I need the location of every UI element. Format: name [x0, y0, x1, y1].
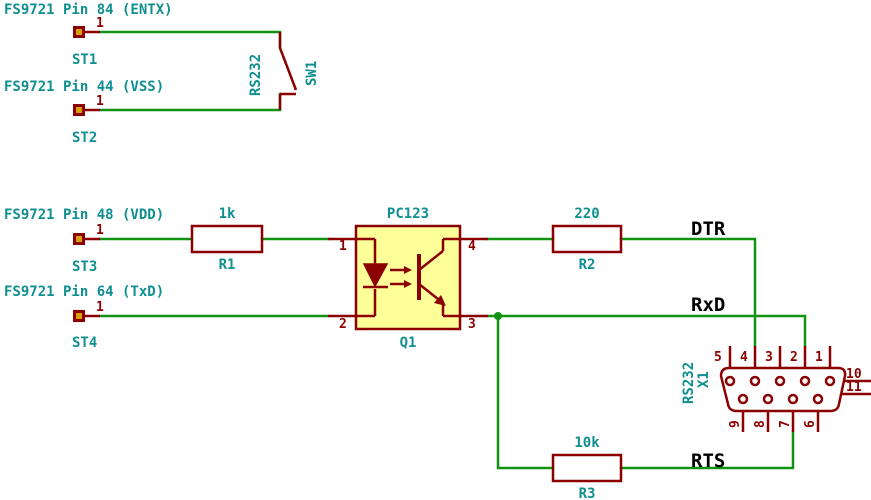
- x1-pin1: 1: [815, 350, 823, 365]
- x1-pin6: 6: [803, 420, 818, 428]
- net-rxd: RxD: [691, 294, 725, 316]
- sw1-value: RS232: [248, 54, 264, 96]
- q1-pin2: 2: [339, 317, 347, 332]
- q1-ref: Q1: [400, 335, 417, 351]
- net-rts: RTS: [691, 450, 725, 472]
- wires: [98, 30, 807, 470]
- resistor-r1: [190, 224, 264, 254]
- x1-pin7: 7: [778, 420, 793, 428]
- wire-rxd: [486, 314, 807, 348]
- x1-pin8: 8: [753, 420, 768, 428]
- st2-ref: ST2: [72, 130, 97, 146]
- q1-pin3: 3: [468, 317, 476, 332]
- x1-pin3: 3: [765, 350, 773, 365]
- st3-pin: 1: [96, 223, 104, 238]
- optocoupler-q1: [328, 224, 488, 331]
- resistor-r2: [551, 224, 623, 254]
- wire-junction-r3: [496, 314, 555, 470]
- st1-pin: 1: [96, 16, 104, 31]
- r2-value: 220: [574, 206, 599, 222]
- st2-pin: 1: [96, 94, 104, 109]
- q1-pin1: 1: [339, 239, 347, 254]
- st1-title: FS9721 Pin 84 (ENTX): [4, 2, 173, 18]
- wire-rts: [619, 430, 795, 470]
- net-dtr: DTR: [691, 218, 726, 240]
- r1-value: 1k: [219, 206, 236, 222]
- x1-pin5: 5: [714, 350, 722, 365]
- sw1-ref: SW1: [304, 61, 320, 86]
- resistor-r3: [551, 453, 623, 483]
- st4-pin: 1: [96, 300, 104, 315]
- x1-value: RS232: [681, 362, 697, 404]
- dsub-x1: [719, 346, 871, 432]
- x1-pin10: 10: [846, 367, 862, 382]
- st3-ref: ST3: [72, 259, 97, 275]
- x1-pin4: 4: [740, 350, 748, 365]
- r3-value: 10k: [574, 435, 600, 451]
- x1-pin9: 9: [728, 420, 743, 428]
- connector-st3: [73, 233, 100, 245]
- junction-dot: [494, 312, 502, 320]
- x1-ref: X1: [696, 371, 712, 388]
- connector-st2: [73, 104, 100, 116]
- st3-title: FS9721 Pin 48 (VDD): [4, 207, 164, 223]
- wire-st1-sw1: [98, 30, 282, 50]
- switch-sw1: [278, 32, 298, 110]
- st4-title: FS9721 Pin 64 (TxD): [4, 284, 164, 300]
- connector-st4: [73, 310, 100, 322]
- st4-ref: ST4: [72, 335, 97, 351]
- r3-ref: R3: [579, 486, 596, 500]
- q1-value: PC123: [387, 206, 429, 222]
- st2-title: FS9721 Pin 44 (VSS): [4, 79, 164, 95]
- r1-ref: R1: [219, 257, 236, 273]
- r2-ref: R2: [579, 257, 596, 273]
- connector-st1: [73, 26, 100, 38]
- x1-pin2: 2: [790, 350, 798, 365]
- wire-dtr: [619, 237, 757, 348]
- q1-pin4: 4: [468, 239, 476, 254]
- x1-pin11: 11: [846, 380, 862, 395]
- st1-ref: ST1: [72, 52, 97, 68]
